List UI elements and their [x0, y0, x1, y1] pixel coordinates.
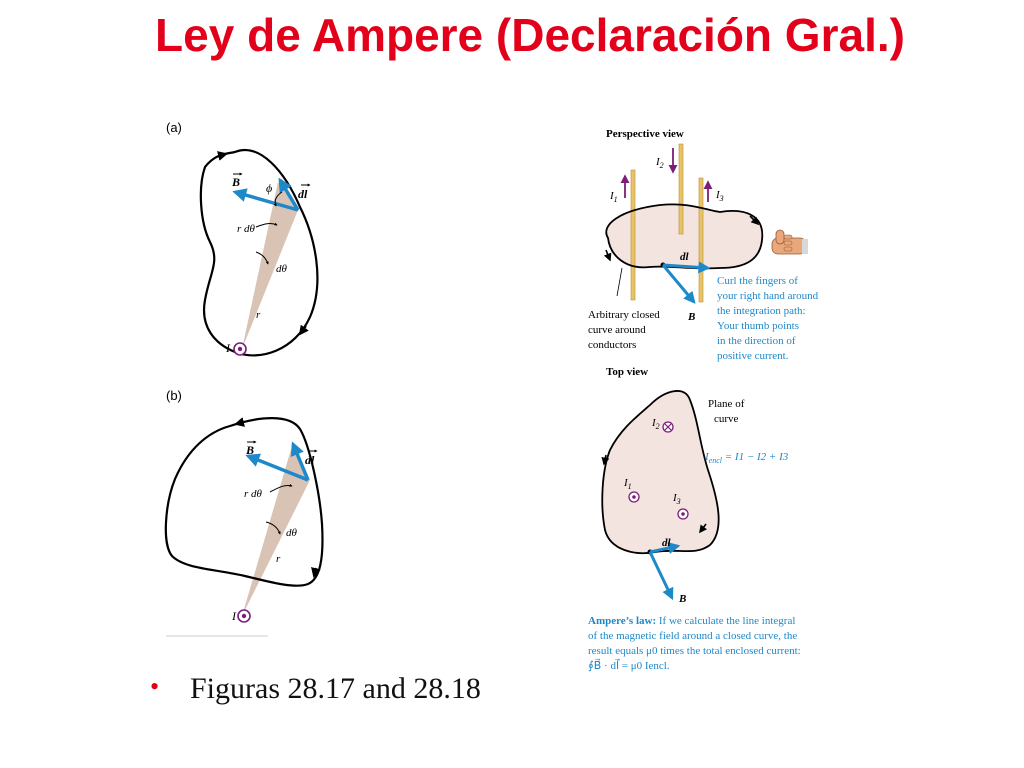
amperes-law-caption: Ampere’s law: If we calculate the line i…: [588, 615, 803, 672]
integration-path: [199, 149, 319, 357]
dtheta-label: dθ: [286, 527, 298, 539]
perspective-heading: Perspective view: [606, 128, 684, 140]
current-label: I: [231, 609, 237, 623]
bullet-text: Figuras 28.17 and 28.18: [190, 672, 481, 705]
b-label: B: [231, 175, 240, 189]
amperes-law-equation: ∮B⃗ · dl⃗ = μ0 Iencl.: [588, 658, 670, 672]
integration-path: [164, 417, 324, 587]
figure-b: (b) B dl r dθ dθ r I: [164, 388, 324, 637]
current-dot-icon: [241, 613, 247, 619]
plane-of-curve-caption: Plane of curve: [708, 398, 747, 425]
dtheta-arc: [255, 251, 269, 265]
figure-b-tag: (b): [166, 388, 182, 403]
current-dot-icon: [237, 346, 243, 352]
dl-vector: [662, 261, 711, 274]
path-direction-arrow: [601, 454, 610, 466]
r-dtheta-pointer: [269, 483, 293, 493]
dl-label: dl⃗: [680, 251, 697, 263]
conductor-1: [630, 169, 636, 301]
b-label: B⃗: [678, 593, 695, 605]
enclosed-current-equation: Iencl = I1 − I2 + I3: [704, 451, 789, 465]
i1-label: I1: [609, 190, 618, 204]
i3-label: I3: [672, 492, 681, 506]
phi-arc: [273, 191, 283, 207]
angle-wedge: [242, 446, 310, 616]
b-field-vector: [648, 551, 674, 601]
current-dot-icon: [681, 512, 685, 516]
i3-label: I3: [715, 189, 724, 203]
path-direction-arrow: [234, 417, 245, 427]
r-dtheta-label: r dθ: [244, 488, 263, 500]
dl-label: dl⃗: [662, 537, 679, 549]
r-dtheta-label: r dθ: [237, 223, 256, 235]
phi-label: ϕ: [266, 181, 272, 195]
r-label: r: [256, 309, 261, 321]
r-label: r: [276, 553, 281, 565]
figure-a-tag: (a): [166, 120, 182, 135]
path-direction-arrow: [298, 324, 309, 336]
path-direction-arrow: [749, 215, 760, 226]
dl-vector: [649, 542, 681, 554]
perspective-view-figure: Perspective view I1 I2 I3 dl⃗ B⃗ Curl th…: [588, 128, 821, 362]
path-direction-arrow: [217, 151, 228, 161]
dl-label: dl: [298, 187, 308, 201]
b-field-vector: [232, 188, 299, 212]
i2-label: I2: [651, 417, 660, 431]
i2-label: I2: [655, 156, 664, 170]
path-direction-arrow: [699, 523, 708, 534]
integration-path: [601, 390, 720, 555]
right-hand-thumb-icon: [771, 229, 808, 255]
current-dot-icon: [632, 495, 636, 499]
current-label: I: [225, 341, 231, 355]
r-dtheta-pointer: [255, 222, 278, 228]
path-direction-arrow: [311, 567, 321, 578]
dtheta-label: dθ: [276, 263, 288, 275]
dl-vector: [278, 177, 300, 211]
i1-label: I1: [623, 477, 632, 491]
top-view-figure: Top view I2 I1 I3 dl⃗ B⃗ Plane of curve …: [588, 366, 803, 672]
dl-vector: [290, 441, 310, 481]
bullet-icon: •: [150, 672, 160, 701]
dtheta-arc: [265, 521, 281, 535]
b-label: B: [245, 443, 254, 457]
slide-title: Ley de Ampere (Declaración Gral.): [155, 9, 905, 61]
top-view-heading: Top view: [606, 366, 648, 378]
enclosed-surface: [606, 204, 763, 269]
conductor-2: [678, 143, 684, 235]
cross-mark: [664, 423, 672, 431]
dl-label: dl: [305, 453, 315, 467]
path-direction-arrow: [603, 249, 612, 262]
angle-wedge: [242, 182, 298, 349]
conductor-3: [698, 177, 704, 303]
b-field-vector: [245, 453, 309, 482]
b-field-vector: [661, 264, 696, 304]
figure-a: (a) B ϕ dl r dθ dθ r I: [166, 120, 319, 357]
curl-caption: Curl the fingers of your right hand arou…: [717, 275, 821, 362]
bullet-item: • Figuras 28.17 and 28.18: [150, 672, 481, 706]
arbitrary-curve-caption: Arbitrary closed curve around conductors: [588, 309, 663, 351]
integration-path: [605, 203, 764, 270]
pointer-line: [616, 267, 623, 297]
b-label: B⃗: [687, 311, 704, 323]
